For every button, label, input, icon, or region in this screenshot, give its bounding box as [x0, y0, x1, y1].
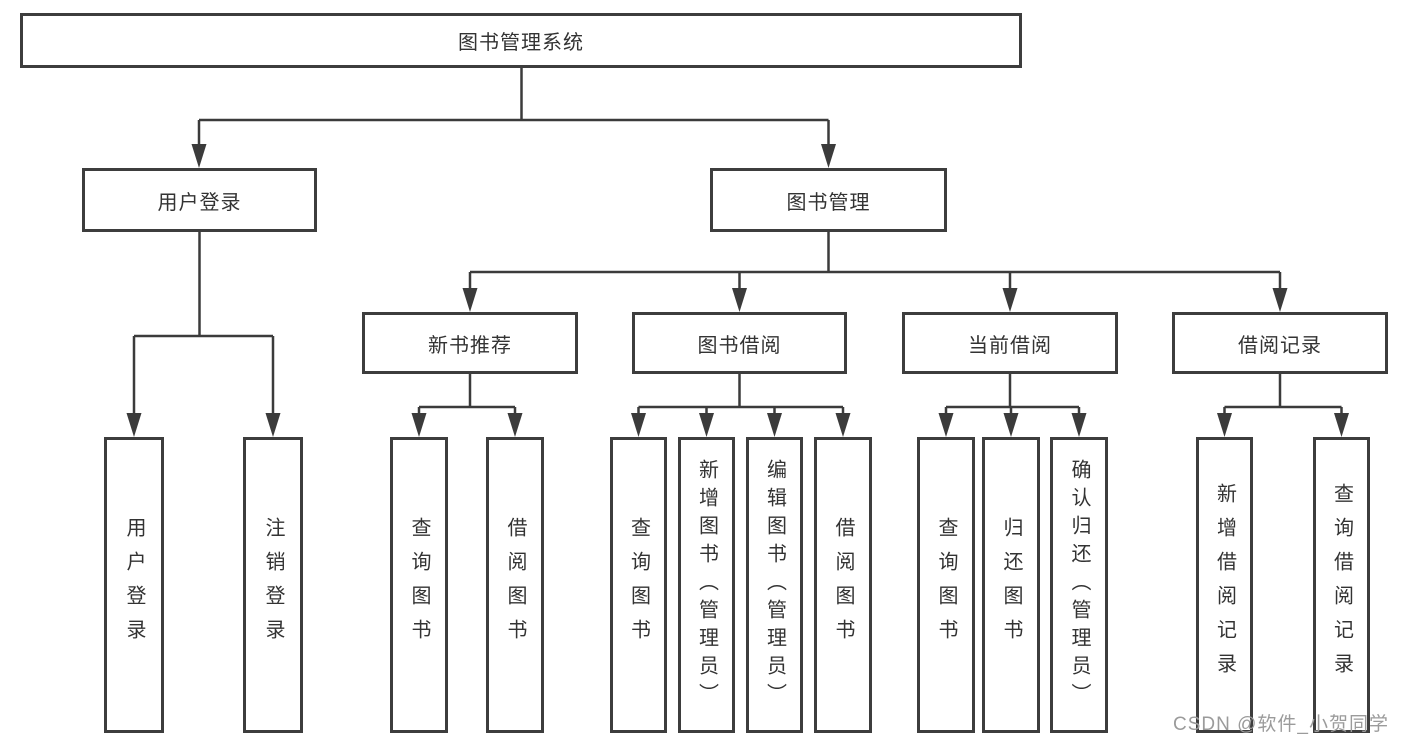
node-library-system-label: 图书管理系统 [458, 32, 584, 54]
leaf-edit-books-admin: 编辑图书（管理员） [746, 437, 803, 733]
arrowhead [126, 413, 142, 437]
leaf-recommend-borrow-books-label: 借阅图书 [504, 517, 526, 653]
leaf-user-login-label: 用户登录 [123, 517, 145, 653]
arrowhead [938, 413, 954, 437]
node-book-management-label: 图书管理 [786, 191, 871, 214]
leaf-add-books-admin: 新增图书（管理员） [678, 437, 735, 733]
connector-root-to-level2 [197, 68, 830, 146]
node-new-book-recommend-label: 新书推荐 [428, 334, 512, 357]
arrowhead [767, 413, 782, 437]
leaf-current-query-books-label: 查询图书 [935, 517, 957, 653]
arrowhead [1071, 413, 1087, 437]
leaf-query-borrow-record: 查询借阅记录 [1313, 437, 1370, 733]
node-current-borrow: 当前借阅 [902, 312, 1118, 374]
arrowhead [191, 144, 207, 168]
node-new-book-recommend: 新书推荐 [362, 312, 578, 374]
leaf-user-login: 用户登录 [104, 437, 164, 733]
arrowhead [821, 144, 836, 168]
connector-new-book-to-leaves [417, 374, 517, 416]
leaf-confirm-return-admin-label: 确认归还（管理员） [1068, 459, 1090, 711]
leaf-return-books: 归还图书 [982, 437, 1040, 733]
arrowhead [1002, 288, 1018, 312]
node-library-system: 图书管理系统 [20, 13, 1022, 68]
connector-book-management-to-level3 [468, 232, 1282, 290]
arrowhead [265, 413, 281, 437]
arrowhead [1217, 413, 1232, 437]
arrowhead [411, 413, 427, 437]
leaf-borrow-query-books: 查询图书 [610, 437, 667, 733]
node-book-management: 图书管理 [710, 168, 947, 232]
leaf-logout-label: 注销登录 [262, 517, 284, 653]
arrowhead [462, 288, 478, 312]
arrowhead [631, 413, 646, 437]
node-book-borrow-label: 图书借阅 [697, 334, 782, 357]
watermark-text: CSDN @软件_小贺同学 [1173, 714, 1389, 735]
node-book-borrow: 图书借阅 [632, 312, 847, 374]
leaf-return-books-label: 归还图书 [1000, 517, 1022, 653]
leaf-logout: 注销登录 [243, 437, 303, 733]
arrowhead [699, 413, 714, 437]
leaf-confirm-return-admin: 确认归还（管理员） [1050, 437, 1108, 733]
node-current-borrow-label: 当前借阅 [968, 334, 1052, 357]
leaf-add-borrow-record: 新增借阅记录 [1196, 437, 1253, 733]
arrowhead [1272, 288, 1288, 312]
leaf-borrow-query-books-label: 查询图书 [627, 517, 650, 653]
arrowhead [1334, 413, 1349, 437]
leaf-current-query-books: 查询图书 [917, 437, 975, 733]
connector-user-login-to-leaves [132, 232, 275, 415]
leaf-recommend-query-books-label: 查询图书 [408, 517, 430, 653]
leaf-edit-books-admin-label: 编辑图书（管理员） [763, 459, 786, 711]
connector-borrow-record-to-leaves [1223, 374, 1343, 416]
leaf-borrow-books-label: 借阅图书 [832, 517, 854, 653]
leaf-query-borrow-record-label: 查询借阅记录 [1330, 483, 1353, 687]
node-borrow-records: 借阅记录 [1172, 312, 1388, 374]
arrowhead [835, 413, 851, 437]
arrowhead [507, 413, 523, 437]
leaf-recommend-borrow-books: 借阅图书 [486, 437, 544, 733]
leaf-recommend-query-books: 查询图书 [390, 437, 448, 733]
node-user-login: 用户登录 [82, 168, 317, 232]
connector-current-borrow-to-leaves [944, 374, 1081, 416]
leaf-borrow-books: 借阅图书 [814, 437, 872, 733]
arrowhead [732, 288, 747, 312]
leaf-add-books-admin-label: 新增图书（管理员） [695, 459, 718, 711]
node-borrow-records-label: 借阅记录 [1238, 334, 1322, 357]
arrowhead [1003, 413, 1019, 437]
leaf-add-borrow-record-label: 新增借阅记录 [1213, 483, 1236, 687]
node-user-login-label: 用户登录 [157, 191, 242, 214]
connector-book-borrow-to-leaves [637, 374, 845, 416]
